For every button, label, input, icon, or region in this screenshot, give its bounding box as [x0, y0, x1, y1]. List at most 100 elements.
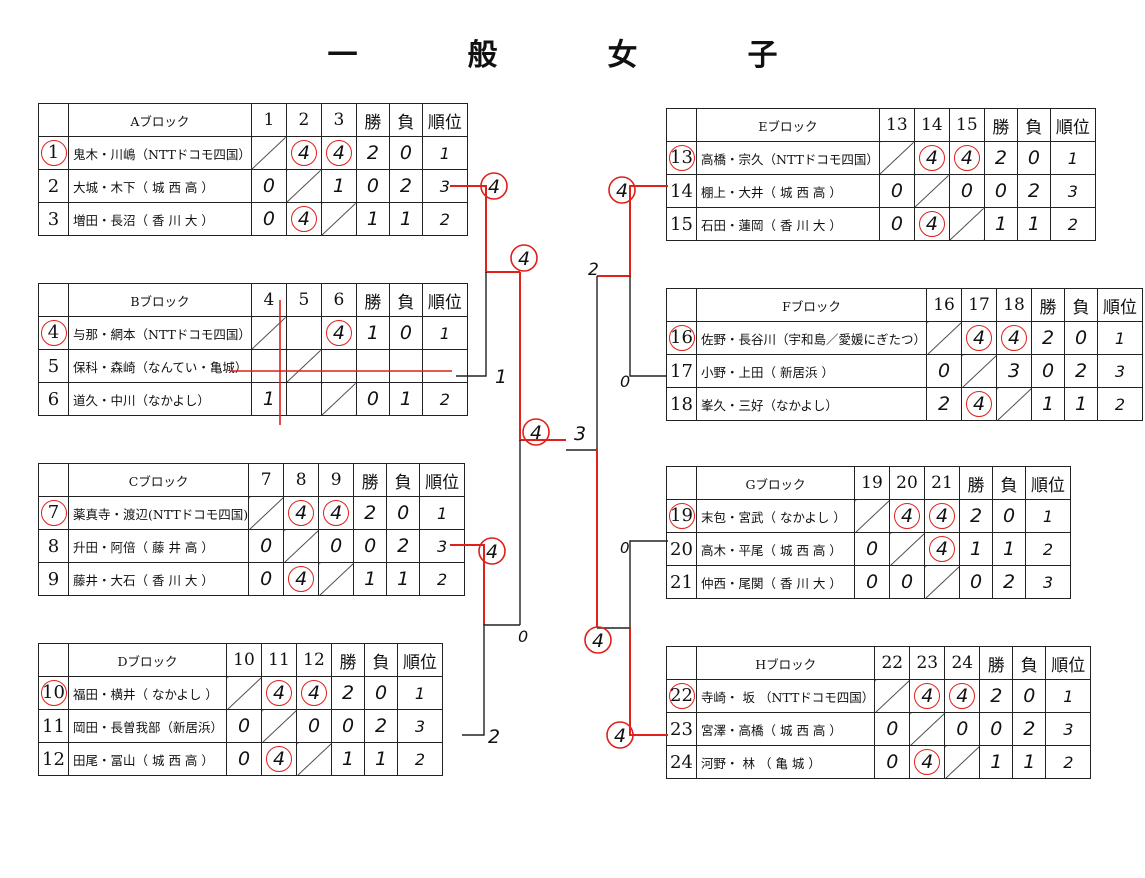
bracket-score-efgh-top: 2 — [588, 260, 599, 280]
bracket-line-a — [450, 185, 520, 273]
pair-name: 棚上・大井（ 城 西 高 ） — [696, 174, 880, 208]
wins-cell: 1 — [1031, 387, 1066, 421]
bracket-line-e — [597, 185, 668, 277]
block-name: Bブロック — [68, 283, 252, 317]
bracket-score-ab-a: 4 — [480, 172, 508, 200]
col-header-losses: 負 — [1016, 108, 1051, 142]
diagonal-cell — [996, 387, 1033, 421]
diagonal-cell — [320, 202, 357, 236]
losses-cell: 0 — [364, 676, 398, 710]
score-value: 0 — [956, 718, 969, 740]
wins-cell: 0 — [331, 709, 365, 743]
svg-text:4: 4 — [530, 422, 542, 444]
svg-text:4: 4 — [486, 541, 498, 563]
wins-cell: 0 — [355, 382, 390, 416]
svg-text:4: 4 — [616, 180, 628, 202]
pair-name: 升田・阿倍（ 藤 井 高 ） — [67, 529, 250, 563]
score-cell: 0 — [926, 354, 963, 388]
diagonal-cell — [878, 141, 915, 175]
score-value: 2 — [937, 393, 951, 415]
score-cell: 0 — [226, 709, 262, 743]
losses-cell: 1 — [386, 562, 421, 596]
score-cell: 4 — [261, 676, 297, 710]
losses-cell: 2 — [1064, 354, 1099, 388]
col-header-player: 22 — [874, 646, 911, 680]
score-value: 0 — [330, 535, 343, 557]
win-score-circle: 4 — [914, 749, 941, 775]
bracket-line-d — [462, 624, 520, 736]
rank-cell: 2 — [1049, 207, 1096, 241]
win-score-circle: 4 — [1001, 325, 1028, 351]
rank-cell: 3 — [1045, 712, 1092, 746]
bracket-line-b — [456, 272, 487, 377]
losses-cell: 0 — [1016, 141, 1051, 175]
score-cell: 4 — [285, 202, 322, 236]
bracket-score-abcd-final: 4 — [522, 418, 550, 446]
svg-text:4: 4 — [488, 176, 500, 198]
win-score-circle: 4 — [288, 500, 315, 526]
pair-number: 9 — [38, 562, 69, 596]
win-score-circle: 4 — [266, 746, 292, 772]
pair-name: 道久・中川（なかよし） — [68, 382, 252, 416]
bracket-line-c — [450, 544, 485, 625]
col-header-wins: 勝 — [331, 643, 365, 677]
score-cell: 0 — [248, 529, 285, 563]
winner-circle: 7 — [40, 500, 67, 526]
pair-name: 佐野・長谷川（宇和島／愛媛にぎたつ） — [695, 321, 928, 355]
col-header-wins: 勝 — [983, 108, 1018, 142]
win-score-circle: 4 — [918, 211, 945, 237]
rank-cell: 2 — [419, 562, 466, 596]
win-score-circle: 4 — [288, 566, 315, 592]
win-score-circle: 4 — [914, 683, 941, 709]
score-cell: 0 — [296, 709, 332, 743]
wins-cell: 2 — [355, 136, 390, 170]
col-header-player: 16 — [926, 288, 963, 322]
pair-number: 14 — [666, 174, 697, 208]
pair-number: 21 — [666, 565, 697, 599]
winner-circle: 10 — [40, 680, 67, 706]
col-header-losses: 負 — [1012, 646, 1047, 680]
losses-cell: 1 — [388, 202, 423, 236]
score-cell: 0 — [854, 565, 890, 599]
pair-name: 高木・平尾（ 城 西 高 ） — [696, 532, 855, 566]
win-score-circle: 4 — [325, 140, 352, 166]
score-cell: 0 — [878, 207, 915, 241]
score-cell: 0 — [854, 532, 890, 566]
score-value: 0 — [937, 360, 951, 382]
diagonal-cell — [874, 679, 911, 713]
wins-cell: 2 — [331, 676, 365, 710]
col-header-rank: 順位 — [421, 283, 468, 317]
win-score-circle: 4 — [929, 503, 955, 529]
svg-text:4: 4 — [592, 630, 604, 652]
diagonal-cell — [961, 354, 998, 388]
rank-cell: 1 — [1097, 321, 1144, 355]
col-header-player: 7 — [248, 463, 285, 497]
svg-text:4: 4 — [518, 248, 530, 270]
pair-name: 保科・森崎（なんてい・亀城） — [68, 349, 252, 383]
losses-cell: 2 — [364, 709, 398, 743]
col-header-losses: 負 — [386, 463, 421, 497]
wins-cell: 1 — [979, 745, 1014, 779]
col-header-player: 4 — [250, 283, 287, 317]
pair-number: 8 — [38, 529, 69, 563]
col-header-rank: 順位 — [421, 103, 468, 137]
score-value: 0 — [237, 748, 251, 770]
svg-text:4: 4 — [614, 725, 626, 747]
score-value: 0 — [865, 538, 879, 560]
score-value: 0 — [237, 715, 251, 737]
score-value: 0 — [890, 180, 903, 202]
col-header-rank: 順位 — [1049, 108, 1096, 142]
diagonal-cell — [889, 532, 925, 566]
bracket-score-cd-d: 2 — [488, 726, 500, 748]
win-score-circle: 4 — [966, 325, 993, 351]
score-cell: 0 — [318, 529, 355, 563]
score-cell: 4 — [913, 207, 950, 241]
diagonal-cell — [913, 174, 950, 208]
win-score-circle: 4 — [966, 391, 993, 417]
